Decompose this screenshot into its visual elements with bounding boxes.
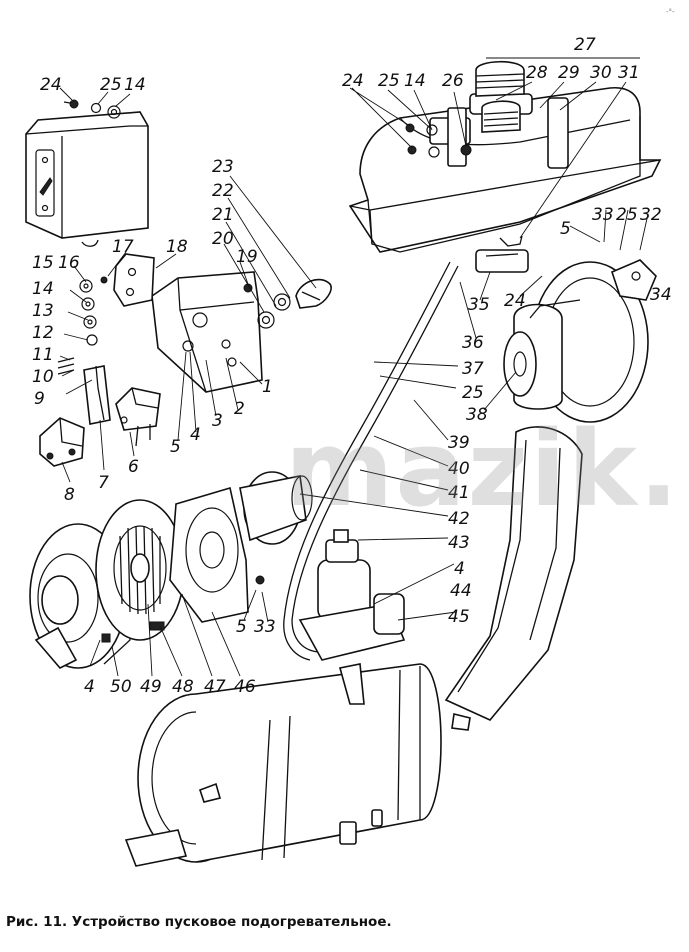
label-45: 45 <box>448 607 470 627</box>
label-31: 31 <box>618 63 640 83</box>
washer-stack <box>57 279 111 425</box>
fuel-line <box>283 249 529 661</box>
label-50: 50 <box>110 677 132 697</box>
label-26: 26 <box>442 71 464 91</box>
label-25: 25 <box>378 71 400 91</box>
label-6: 6 <box>128 457 139 477</box>
label-21: 21 <box>212 205 234 225</box>
corner-mark: -°- <box>666 8 675 16</box>
label-24: 24 <box>342 71 364 91</box>
label-4: 4 <box>454 559 465 579</box>
label-28: 28 <box>526 63 548 83</box>
label-25: 25 <box>616 205 638 225</box>
label-23: 23 <box>212 157 234 177</box>
leader-lines <box>59 57 649 677</box>
label-14: 14 <box>32 279 54 299</box>
label-5: 5 <box>170 437 181 457</box>
part-labels: 24 25 14 24 25 14 26 27 28 29 30 31 23 2… <box>32 35 672 697</box>
label-16: 16 <box>58 253 80 273</box>
label-17: 17 <box>112 237 134 257</box>
label-15: 15 <box>32 253 54 273</box>
label-44: 44 <box>450 581 472 601</box>
label-3: 3 <box>212 411 223 431</box>
label-36: 36 <box>462 333 484 353</box>
label-4: 4 <box>84 677 95 697</box>
relay-housing <box>151 271 263 393</box>
label-1: 1 <box>262 377 273 397</box>
label-43: 43 <box>448 533 470 553</box>
label-40: 40 <box>448 459 470 479</box>
switch-7 <box>115 387 161 447</box>
label-5: 5 <box>236 617 247 637</box>
label-13: 13 <box>32 301 54 321</box>
exhaust-elbow <box>444 426 583 721</box>
label-49: 49 <box>140 677 162 697</box>
switch-block-18 <box>100 253 155 307</box>
label-37: 37 <box>462 359 484 379</box>
label-14: 14 <box>124 75 146 95</box>
label-25: 25 <box>462 383 484 403</box>
label-34: 34 <box>650 285 672 305</box>
label-48: 48 <box>172 677 194 697</box>
label-5: 5 <box>560 219 571 239</box>
switch-8 <box>39 417 85 467</box>
label-47: 47 <box>204 677 226 697</box>
label-35: 35 <box>468 295 490 315</box>
label-18: 18 <box>166 237 188 257</box>
label-2: 2 <box>234 399 245 419</box>
label-7: 7 <box>98 473 109 493</box>
label-29: 29 <box>558 63 580 83</box>
label-20: 20 <box>212 229 234 249</box>
fan-impeller-49 <box>95 499 185 641</box>
label-24: 24 <box>504 291 526 311</box>
label-24: 24 <box>40 75 62 95</box>
label-33: 33 <box>592 205 614 225</box>
boiler-body <box>124 663 471 867</box>
heater-exploded-diagram: 24 25 14 24 25 14 26 27 28 29 30 31 23 2… <box>25 35 672 867</box>
label-46: 46 <box>234 677 256 697</box>
label-38: 38 <box>466 405 488 425</box>
label-12: 12 <box>32 323 54 343</box>
blower-housing <box>503 259 657 423</box>
label-9: 9 <box>34 389 45 409</box>
label-11: 11 <box>32 345 54 365</box>
label-14: 14 <box>404 71 426 91</box>
label-41: 41 <box>448 483 470 503</box>
control-box <box>25 111 149 247</box>
burner-unit-43 <box>298 529 406 661</box>
label-27: 27 <box>574 35 596 55</box>
motor-flange-46 <box>149 471 313 631</box>
figure-caption: Рис. 11. Устройство пусковое подогревате… <box>6 914 392 930</box>
label-42: 42 <box>448 509 470 529</box>
label-4: 4 <box>190 425 201 445</box>
glow-plug-23 <box>243 278 332 329</box>
label-22: 22 <box>212 181 234 201</box>
label-8: 8 <box>64 485 75 505</box>
label-33: 33 <box>254 617 276 637</box>
screw-set-top-left <box>63 99 121 119</box>
label-10: 10 <box>32 367 54 387</box>
label-32: 32 <box>640 205 662 225</box>
screw-set-tank <box>405 123 472 158</box>
label-19: 19 <box>236 247 258 267</box>
label-25: 25 <box>100 75 122 95</box>
label-30: 30 <box>590 63 612 83</box>
label-39: 39 <box>448 433 470 453</box>
